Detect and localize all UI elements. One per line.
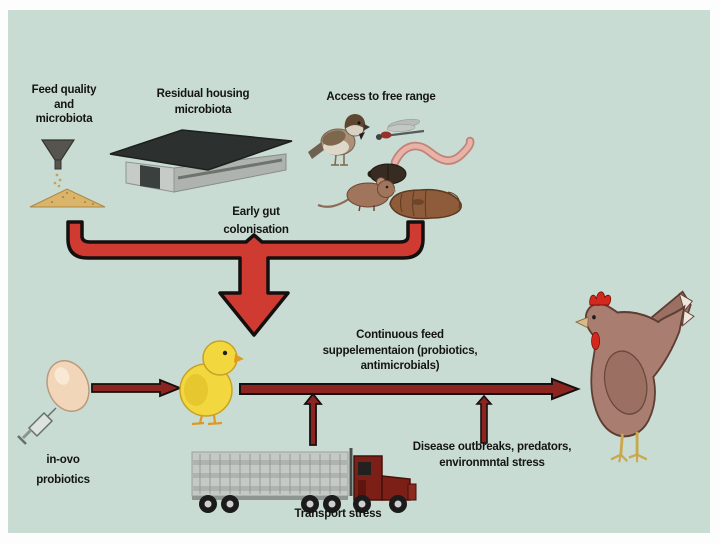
chick-icon <box>179 340 244 426</box>
poultry-house-icon <box>109 129 293 193</box>
mouse-icon <box>317 177 396 212</box>
figure-panel: Feed quality and microbiota Residual hou… <box>8 10 710 533</box>
early-gut-label: Early gut colonisation <box>223 206 289 236</box>
earthworm-icon <box>390 136 475 167</box>
free-range-label: Access to free range <box>326 91 436 103</box>
disease-up-arrow <box>475 394 493 444</box>
converging-bracket-arrow <box>66 220 425 337</box>
feed-quality-label: Feed quality and microbiota <box>31 84 97 125</box>
livestock-truck-icon <box>191 448 417 513</box>
hen-icon <box>574 290 695 463</box>
funnel-grain-icon <box>29 139 106 208</box>
continuous-feed-label: Continuous feed suppelementaion (probiot… <box>322 329 478 372</box>
chick-to-hen-arrow <box>239 377 581 401</box>
residual-housing-label: Residual housing microbiota <box>156 88 250 116</box>
disease-label: Disease outbreaks, predators, environmnt… <box>412 441 572 469</box>
transport-label: Transport stress <box>294 508 382 520</box>
feeding-hand-icon <box>389 188 462 220</box>
transport-up-arrow <box>303 392 323 446</box>
sparrow-icon <box>308 114 370 166</box>
dragonfly-icon <box>375 118 425 140</box>
in-ovo-label: in-ovo probiotics <box>36 454 90 486</box>
egg-to-chick-arrow <box>91 378 183 398</box>
egg-syringe-icon <box>17 360 90 445</box>
